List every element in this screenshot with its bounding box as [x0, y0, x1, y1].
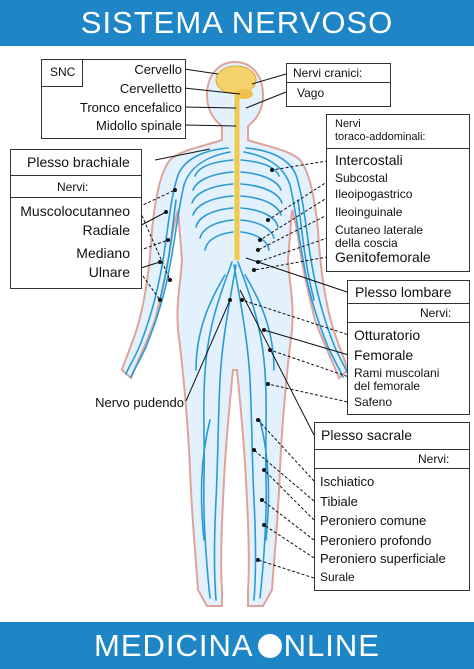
snc-item-midollo: Midollo spinale	[96, 118, 182, 133]
lumbar-header: Plesso lombare	[355, 284, 452, 300]
snc-item-cervelletto: Cervelletto	[119, 81, 182, 96]
title-text: SISTEMA NERVOSO	[80, 5, 394, 40]
body-outline	[120, 60, 350, 607]
snc-item-cervello: Cervello	[134, 62, 182, 77]
brachial-subheader: Nervi:	[57, 180, 89, 194]
cranial-sep	[286, 82, 390, 83]
page-title: SISTEMA NERVOSO	[0, 0, 474, 46]
brachial-sep-2	[10, 197, 141, 198]
cranial-box	[286, 63, 391, 107]
sacral-item-tibiale: Tibiale	[320, 494, 358, 509]
lumbar-box	[347, 280, 470, 415]
sacral-sep-2	[314, 468, 469, 469]
thoraco-header-line2: toraco-addominali:	[335, 131, 426, 143]
lumbar-item-otturatorio: Otturatorio	[354, 327, 421, 343]
brachial-header: Plesso brachiale	[27, 154, 130, 170]
thoraco-item-cutaneo: Cutaneo laterale	[335, 223, 424, 237]
sacral-subheader: Nervi:	[418, 452, 450, 466]
thoraco-item-coscia: della coscia	[335, 236, 398, 250]
brachial-item-muscolocutanneo: Muscolocutanneo	[20, 203, 130, 219]
thoraco-box	[326, 114, 470, 272]
brachial-item-mediano: Mediano	[76, 245, 130, 261]
snc-header: SNC	[50, 65, 76, 79]
nerve-dots	[158, 168, 274, 562]
body-silhouette	[120, 60, 350, 607]
thoraco-item-ileoinguinale: Ileoinguinale	[335, 205, 403, 219]
thoraco-item-subcostal: Subcostal	[335, 171, 388, 185]
snc-header-box	[41, 59, 83, 87]
sacral-item-peroniero-comune: Peroniero comune	[320, 513, 427, 528]
sacral-box	[314, 422, 470, 591]
brachial-item-radiale: Radiale	[82, 222, 130, 238]
sacral-item-peroniero-profondo: Peroniero profondo	[320, 533, 432, 548]
lumbar-subheader: Nervi:	[420, 306, 452, 320]
lumbar-sep-1	[347, 303, 469, 304]
nerve-network	[125, 147, 349, 601]
circle-logo-icon	[257, 633, 282, 658]
footer-text-2: NLINE	[283, 627, 380, 663]
brachial-item-ulnare: Ulnare	[88, 264, 130, 280]
nervous-system-figure	[120, 60, 353, 607]
thoraco-item-ileoipogastrico: Ileoipogastrico	[335, 187, 413, 201]
snc-item-tronco: Tronco encefalico	[79, 100, 182, 115]
brain-shape	[215, 65, 257, 95]
sacral-item-surale: Surale	[320, 570, 355, 584]
sacral-sep-1	[314, 449, 469, 450]
cranial-header: Nervi cranici:	[293, 66, 363, 80]
sacral-header: Plesso sacrale	[321, 427, 413, 443]
lumbar-item-del-femorale: del femorale	[354, 379, 421, 393]
lumbar-item-rami: Rami muscolani	[354, 366, 440, 380]
cranial-item-vago: Vago	[297, 86, 325, 100]
thoraco-sep	[326, 148, 469, 149]
lumbar-item-safeno: Safeno	[354, 395, 393, 409]
thoraco-item-genitofemorale: Genitofemorale	[335, 249, 431, 265]
thoraco-header-line1: Nervi	[335, 118, 361, 130]
sacral-item-ischiatico: Ischiatico	[320, 474, 375, 489]
brachial-sep-1	[10, 175, 141, 176]
lumbar-sep-2	[347, 322, 469, 323]
footer-brand: MEDICINA NLINE	[0, 622, 474, 669]
footer-text-1: MEDICINA	[94, 627, 254, 663]
lumbar-item-femorale: Femorale	[354, 347, 414, 363]
thoraco-item-intercostali: Intercostali	[335, 152, 403, 168]
pudendal-label: Nervo pudendo	[95, 395, 184, 410]
sacral-item-peroniero-superficiale: Peroniero superficiale	[320, 551, 446, 566]
brachial-box	[10, 149, 142, 289]
